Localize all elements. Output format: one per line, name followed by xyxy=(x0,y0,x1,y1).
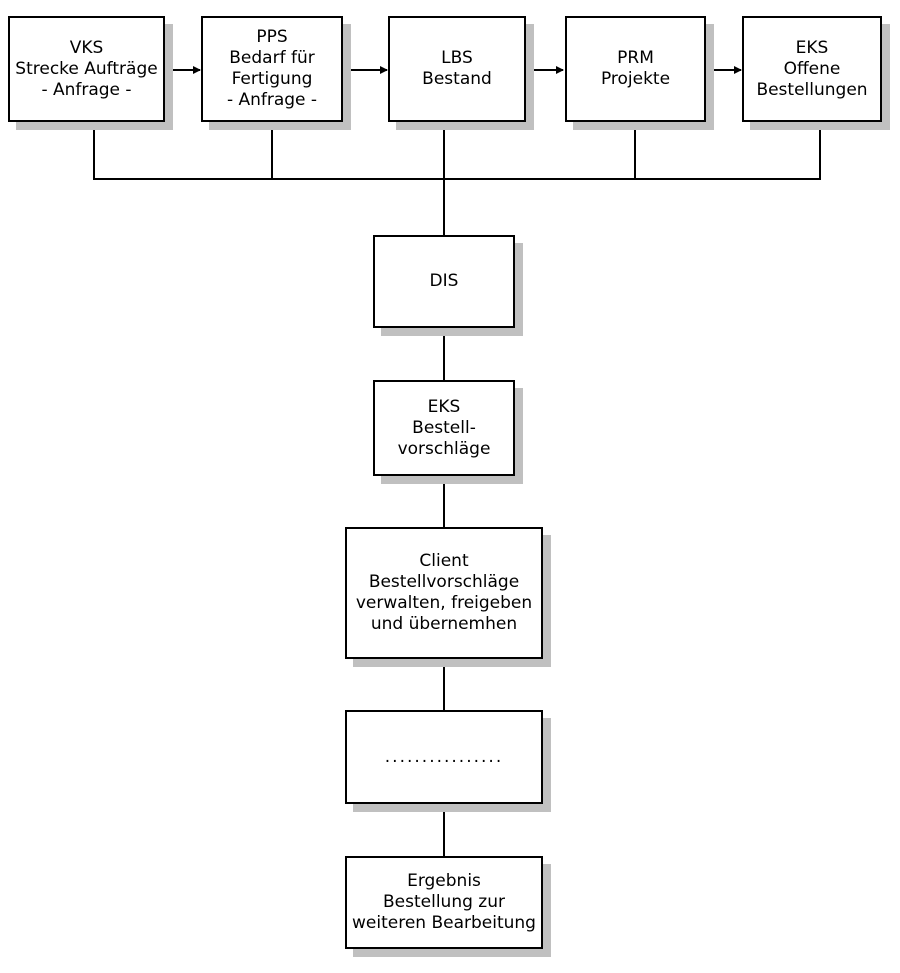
ergebnis-line2: Bestellung zur xyxy=(383,892,505,912)
eks-offen-line3: Bestellungen xyxy=(756,79,868,100)
pps-line3: Fertigung xyxy=(231,69,313,89)
eks-offen-line2: Offene xyxy=(783,58,841,79)
placeholder-box: ................ xyxy=(345,710,543,804)
eks-offen-box: EKS Offene Bestellungen xyxy=(742,16,882,122)
ergebnis-line3: weiteren Bearbeitung xyxy=(352,913,536,933)
dis-title: DIS xyxy=(429,271,459,291)
prm-subtitle: Projekte xyxy=(600,69,671,89)
client-box: Client Bestellvorschläge verwalten, frei… xyxy=(345,527,543,659)
vks-subtitle: Strecke Aufträge xyxy=(15,58,158,79)
client-title: Client xyxy=(419,551,469,571)
ergebnis-title: Ergebnis xyxy=(407,871,481,891)
placeholder-dots: ................ xyxy=(384,746,504,767)
pps-title: PPS xyxy=(256,27,288,47)
eks-vorschlaege-box: EKS Bestell- vorschläge xyxy=(373,380,515,476)
eks-vorschlaege-line2: Bestell- xyxy=(412,417,476,438)
client-line2: Bestellvorschläge xyxy=(368,572,520,592)
lbs-title: LBS xyxy=(441,48,473,68)
dis-box: DIS xyxy=(373,235,515,328)
eks-vorschlaege-title: EKS xyxy=(427,396,461,417)
pps-note: - Anfrage - xyxy=(226,90,318,110)
vks-title: VKS xyxy=(69,37,104,58)
client-line3: verwalten, freigeben xyxy=(355,593,533,613)
vks-box: VKS Strecke Aufträge - Anfrage - xyxy=(8,16,165,122)
pps-box: PPS Bedarf für Fertigung - Anfrage - xyxy=(201,16,343,122)
ergebnis-box: Ergebnis Bestellung zur weiteren Bearbei… xyxy=(345,856,543,949)
eks-offen-title: EKS xyxy=(795,37,829,58)
prm-box: PRM Projekte xyxy=(565,16,706,122)
eks-vorschlaege-line3: vorschläge xyxy=(397,438,491,459)
lbs-box: LBS Bestand xyxy=(388,16,526,122)
vks-note: - Anfrage - xyxy=(41,79,132,100)
client-line4: und übernemhen xyxy=(370,614,518,634)
pps-line2: Bedarf für xyxy=(229,48,315,68)
prm-title: PRM xyxy=(617,48,654,68)
lbs-subtitle: Bestand xyxy=(422,69,492,89)
